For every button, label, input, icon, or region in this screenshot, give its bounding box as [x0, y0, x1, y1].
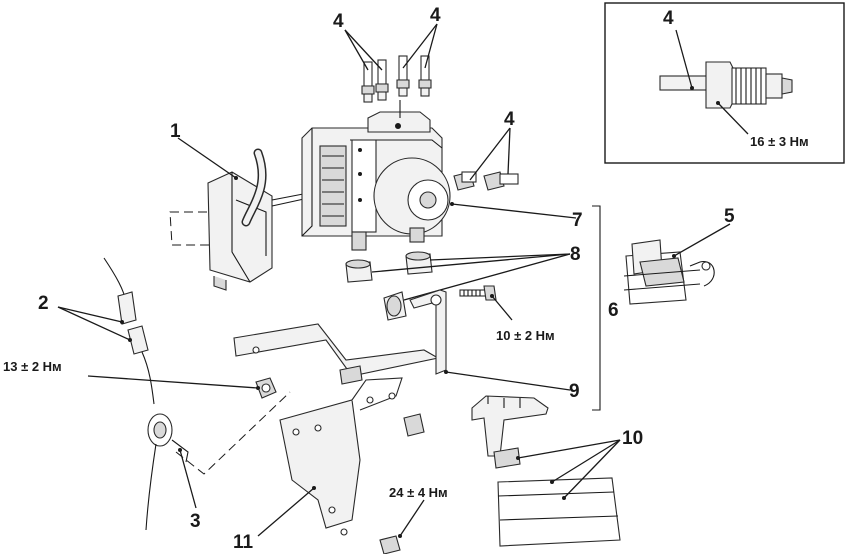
- ecu-module: [169, 148, 273, 291]
- callout-1: 1: [170, 121, 181, 142]
- callout-10: 10: [622, 428, 643, 449]
- inset-flare-nut: [659, 61, 793, 109]
- callout-3: 3: [190, 511, 201, 532]
- lower-bracket: [279, 377, 425, 554]
- torque-bracket: 24 ± 4 Нм: [389, 485, 448, 500]
- torque-nut: 13 ± 2 Нм: [3, 359, 62, 374]
- torque-bolt: 10 ± 2 Нм: [496, 328, 555, 343]
- mounting-bracket: [233, 289, 447, 385]
- insulators: [345, 251, 433, 321]
- callout-4-top-right: 4: [430, 5, 441, 26]
- bracket-bolt: [459, 285, 497, 301]
- brake-fittings-side: [453, 171, 519, 191]
- nut-left: [255, 377, 277, 399]
- callout-7: 7: [572, 210, 583, 231]
- brake-fittings-top: [361, 55, 432, 118]
- callout-5: 5: [724, 206, 735, 227]
- callout-11: 11: [233, 532, 254, 553]
- inset-detail: 4 16 ± 3 Нм: [604, 2, 845, 164]
- callout-9: 9: [569, 381, 580, 402]
- callout-4-top-left: 4: [333, 11, 344, 32]
- tube-clip: [623, 239, 715, 305]
- torque-inset: 16 ± 3 Нм: [750, 134, 809, 149]
- wiring-harness: [103, 257, 189, 531]
- callout-2: 2: [38, 293, 49, 314]
- callout-4-side: 4: [504, 109, 515, 130]
- callout-8: 8: [570, 244, 581, 265]
- callout-6: 6: [608, 300, 619, 321]
- callout-4-inset: 4: [663, 8, 674, 29]
- hydraulic-unit: [301, 111, 451, 251]
- lower-clips: [471, 395, 621, 547]
